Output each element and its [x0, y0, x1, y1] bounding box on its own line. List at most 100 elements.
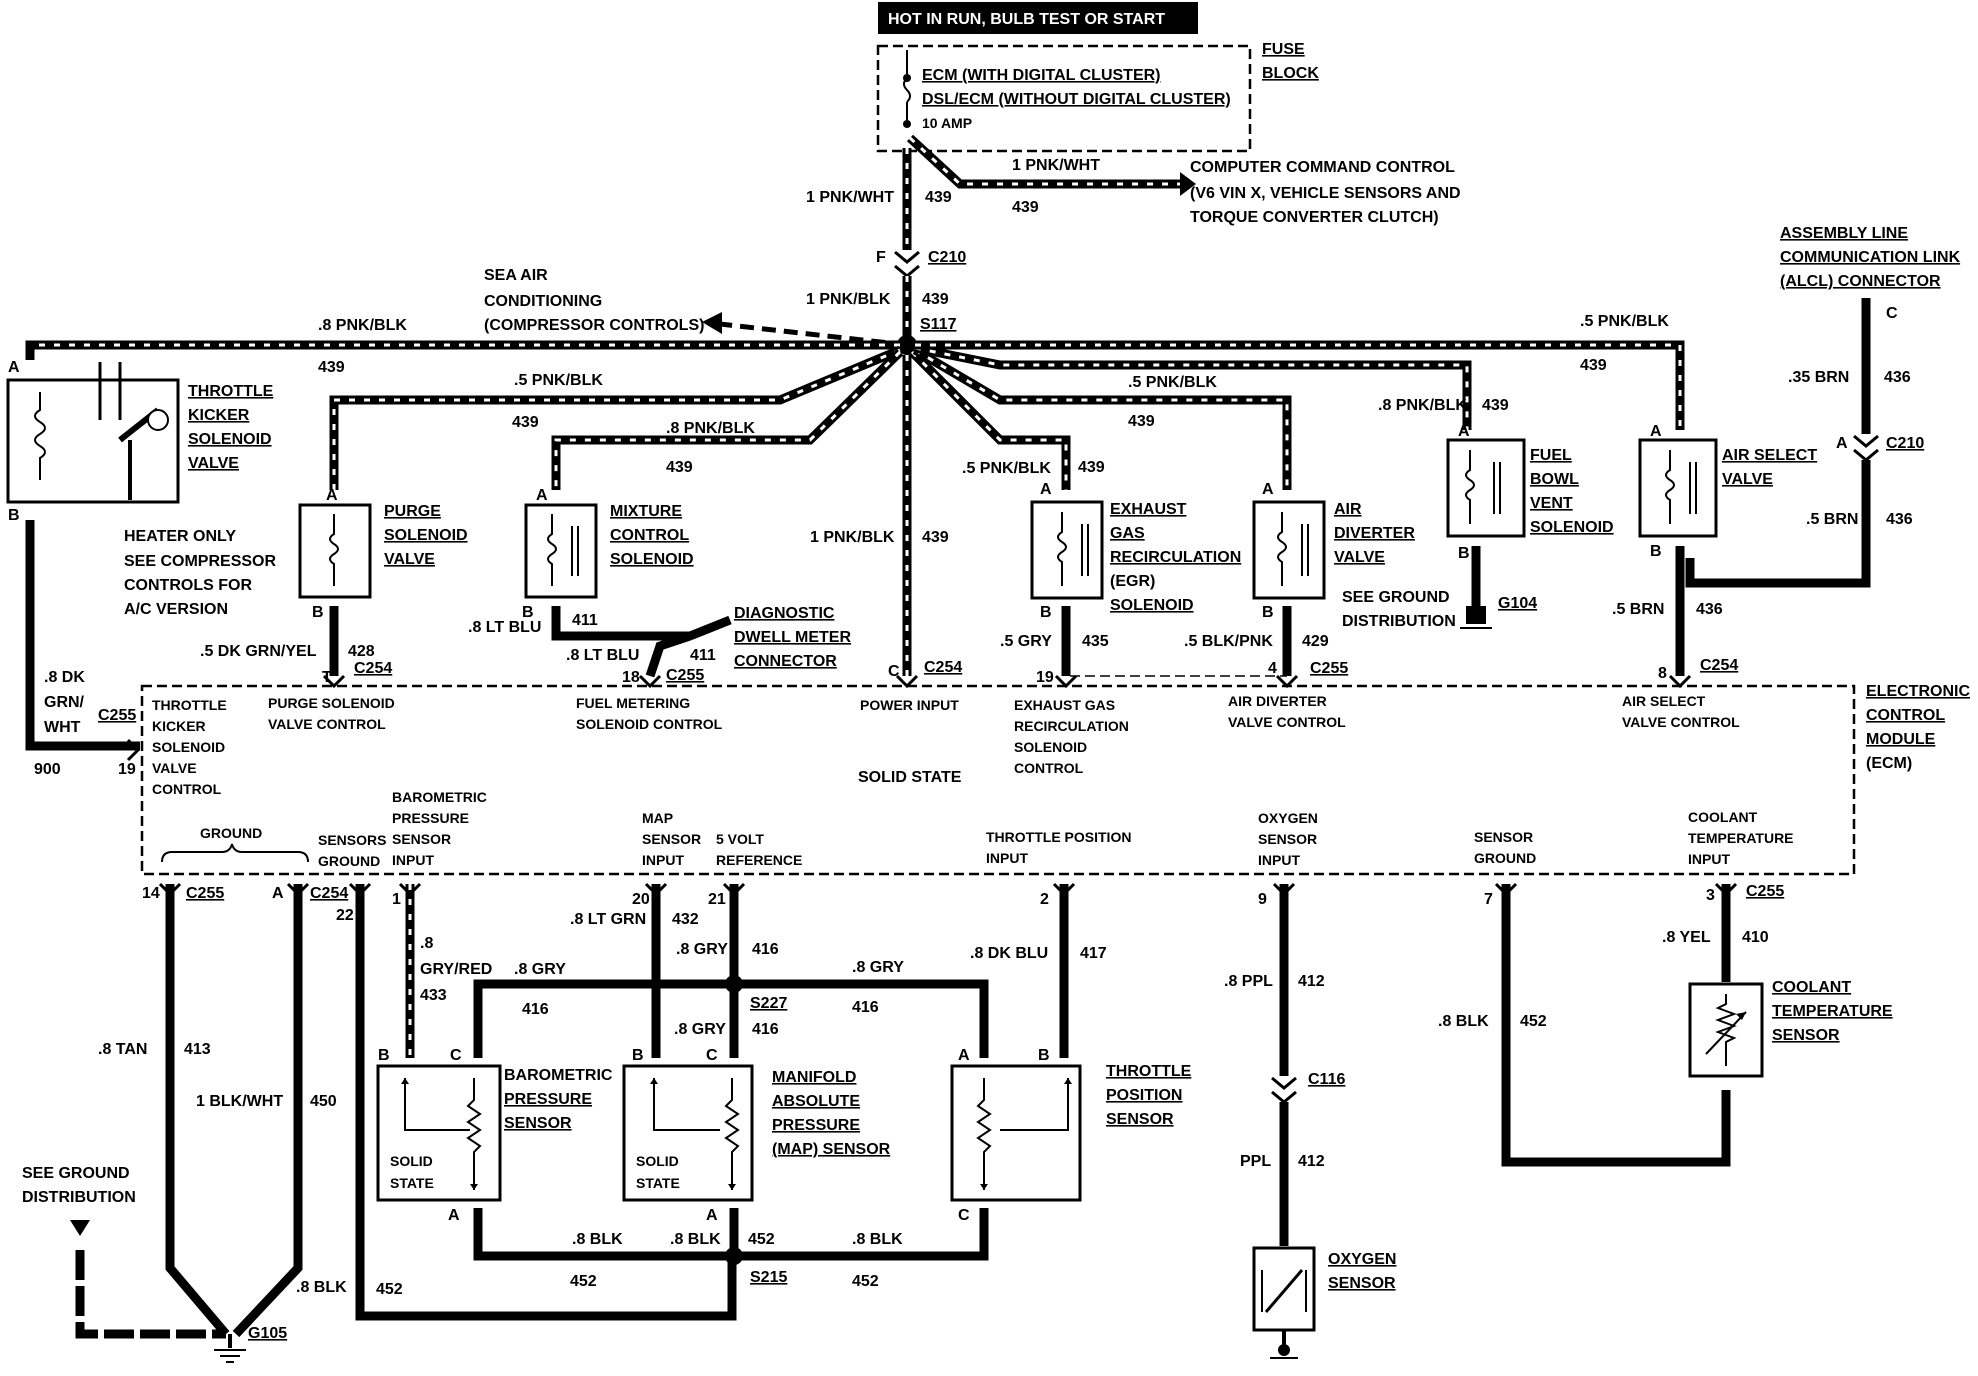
s227-label: S227 [750, 995, 787, 1012]
dwell-label1: DIAGNOSTIC [734, 605, 835, 622]
gnd-bus-w1: .8 BLK [572, 1231, 623, 1248]
purge-lower-circuit: 428 [348, 643, 375, 660]
purge-lower-wire-label: .5 DK GRN/YEL [200, 643, 317, 660]
ecm-as2: VALVE CONTROL [1622, 714, 1740, 730]
fuel-label3: VENT [1530, 495, 1573, 512]
ecm-map1: MAP [642, 810, 673, 826]
gnd14-pin: 14 [142, 885, 160, 902]
baro-inner1: SOLID [390, 1153, 433, 1169]
ccc-line3: TORQUE CONVERTER CLUTCH) [1190, 209, 1439, 226]
ecm-box [140, 684, 1856, 876]
gndA-conn: C254 [310, 885, 348, 902]
cool-label1: COOLANT [1772, 979, 1851, 996]
tps-pin-c: C [958, 1207, 970, 1224]
splice-s117: S117 [920, 316, 957, 333]
tps-label3: SENSOR [1106, 1111, 1174, 1128]
gnd-bus-w3: .8 BLK [852, 1231, 903, 1248]
gnd-bus-c1: 452 [570, 1273, 597, 1290]
ecm-purge1: PURGE SOLENOID [268, 695, 395, 711]
splice-s227-node [725, 975, 743, 993]
air-lower-conn: C255 [1310, 660, 1348, 677]
o2-pin: 9 [1258, 891, 1267, 908]
air-circuit: 439 [1128, 413, 1155, 430]
purge-lower-conn: C254 [354, 660, 392, 677]
fuel-pin-a: A [1458, 423, 1470, 440]
as-label1: AIR SELECT [1722, 447, 1817, 464]
power-conn: C254 [924, 659, 962, 676]
main-feed-wire-label: 1 PNK/WHT [806, 189, 894, 206]
mix-lower-circuit2: 411 [690, 647, 716, 664]
fuel-label2: BOWL [1530, 471, 1579, 488]
g104-label: G104 [1498, 595, 1537, 612]
fuel-label4: SOLENOID [1530, 519, 1614, 536]
tps-pin-b: B [1038, 1047, 1050, 1064]
main-feed-circuit: 439 [925, 189, 952, 206]
map-pin-a: A [706, 1207, 718, 1224]
egr-wire-label: .5 PNK/BLK [962, 460, 1051, 477]
alcl-line3: (ALCL) CONNECTOR [1780, 273, 1941, 290]
map-wire-label: .8 LT GRN [570, 911, 646, 928]
egr-lower-circuit: 435 [1082, 633, 1109, 650]
fuse-line1: ECM (WITH DIGITAL CLUSTER) [922, 67, 1161, 84]
air-diverter-valve [1252, 500, 1326, 600]
egr-lower-pin: 19 [1036, 669, 1054, 686]
fuel-label1: FUEL [1530, 447, 1572, 464]
o2-wire2-label: PPL [1240, 1153, 1271, 1170]
sg-pin: 7 [1484, 891, 1493, 908]
baro-circuit: 433 [420, 987, 447, 1004]
fuse-block-box [876, 44, 1252, 153]
heater-note1: HEATER ONLY [124, 528, 236, 545]
banner-box [878, 2, 1198, 34]
alcl-wire-bottom [1685, 460, 1871, 588]
ecm-ground-brace [161, 843, 309, 863]
splice-s117-node [897, 335, 917, 355]
gnd14-wire [165, 884, 230, 1337]
v5down-circuit: 416 [752, 1021, 779, 1038]
air-lower-pin: 4 [1268, 660, 1277, 677]
c116-connector-icon [1271, 1076, 1297, 1104]
map-label1: MANIFOLD [772, 1069, 856, 1086]
ecm-air2: VALVE CONTROL [1228, 714, 1346, 730]
tps-pin: 2 [1040, 891, 1049, 908]
ecm-egr1: EXHAUST GAS [1014, 697, 1115, 713]
tk-lower-w2: GRN/ [44, 694, 85, 711]
ccc-line1: COMPUTER COMMAND CONTROL [1190, 159, 1455, 176]
mix-lower-conn: C255 [666, 667, 704, 684]
tk-label1: THROTTLE [188, 383, 274, 400]
p22-wire [355, 884, 737, 1321]
p22-circuit: 452 [376, 1281, 403, 1298]
g104-ground-icon [1466, 606, 1486, 624]
air-select-valve [1638, 438, 1718, 538]
baro-wire2: GRY/RED [420, 961, 492, 978]
ecm-ground: GROUND [200, 825, 262, 841]
fuel-circuit: 439 [1482, 397, 1509, 414]
egr-circuit: 439 [1078, 459, 1105, 476]
air-wire-label: .5 PNK/BLK [1128, 374, 1217, 391]
purge-label3: VALVE [384, 551, 435, 568]
baro-inner2: STATE [390, 1175, 434, 1191]
fuel-pin-b: B [1458, 545, 1470, 562]
airsel-stripe [915, 343, 1682, 430]
o2-conn: C116 [1308, 1071, 1345, 1088]
ecm-center: SOLID STATE [858, 769, 962, 786]
ecm-purge2: VALVE CONTROL [268, 716, 386, 732]
p22-wire-label: .8 BLK [296, 1279, 347, 1296]
map-inner2: STATE [636, 1175, 680, 1191]
see-ground-wire [75, 1250, 226, 1339]
map-label4: (MAP) SENSOR [772, 1141, 891, 1158]
egr-label2: GAS [1110, 525, 1145, 542]
alcl-pin-c: C [1886, 305, 1898, 322]
egr-label4: (EGR) [1110, 573, 1155, 590]
as-lower-conn: C254 [1700, 657, 1738, 674]
cool-label2: TEMPERATURE [1772, 1003, 1893, 1020]
cool-pin: 3 [1706, 887, 1715, 904]
g105-label: G105 [248, 1325, 287, 1342]
sea-air-line2: CONDITIONING [484, 293, 602, 310]
tk-lower-pin: 19 [118, 761, 136, 778]
mix-label3: SOLENOID [610, 551, 694, 568]
egr-pin-b: B [1040, 604, 1052, 621]
map-pin: 20 [632, 891, 650, 908]
egr-solenoid [1030, 500, 1104, 600]
baro-label2: PRESSURE [504, 1091, 592, 1108]
